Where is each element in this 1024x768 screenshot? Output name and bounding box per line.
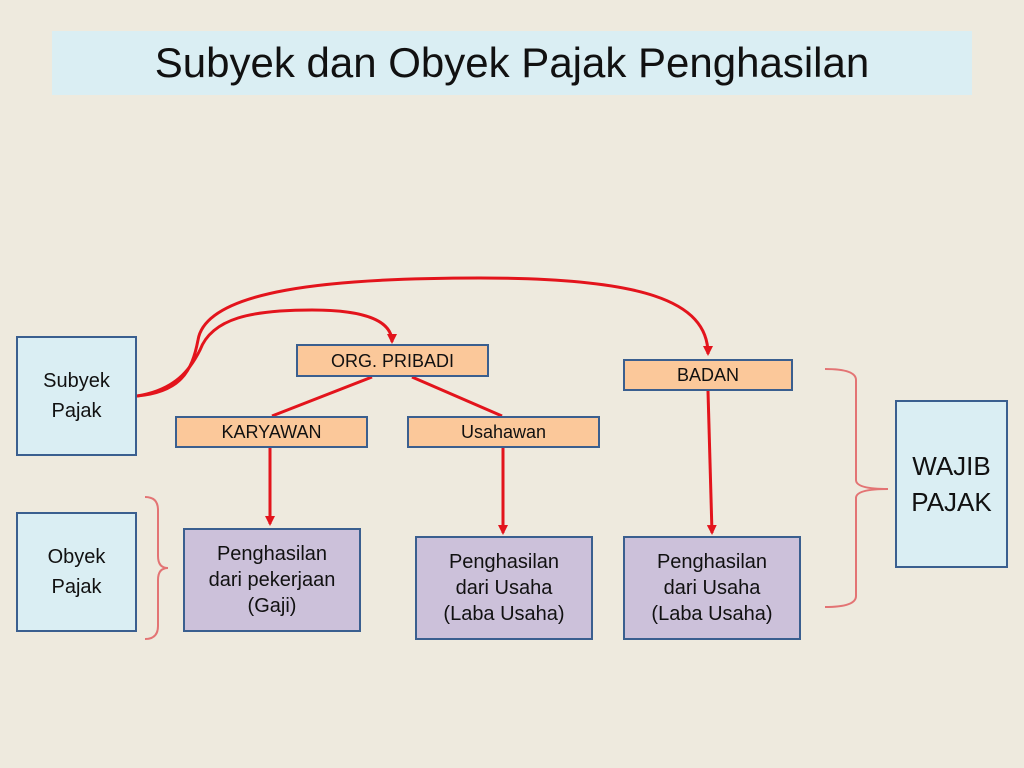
bracket-obyek xyxy=(144,496,169,640)
arrow-subyek-to-org-pribadi xyxy=(136,308,397,398)
obyek-pajak-label: Obyek Pajak xyxy=(47,546,106,598)
arrow-subyek-to-badan xyxy=(136,276,713,398)
penghasilan-usaha-label-1: Penghasilan dari Usaha (Laba Usaha) xyxy=(443,551,565,625)
usahawan-box: Usahawan xyxy=(407,416,600,448)
wajib-pajak-box: WAJIB PAJAK xyxy=(895,400,1008,568)
arrow-badan-to-penghasilan xyxy=(706,390,717,535)
badan-box: BADAN xyxy=(623,359,793,391)
wajib-pajak-label: WAJIB PAJAK xyxy=(911,451,992,517)
subyek-pajak-label: Subyek Pajak xyxy=(43,370,110,422)
penghasilan-usaha-box-2: Penghasilan dari Usaha (Laba Usaha) xyxy=(623,536,801,640)
penghasilan-usaha-box-1: Penghasilan dari Usaha (Laba Usaha) xyxy=(415,536,593,640)
org-pribadi-box: ORG. PRIBADI xyxy=(296,344,489,377)
penghasilan-pekerjaan-label: Penghasilan dari pekerjaan (Gaji) xyxy=(208,543,336,617)
line-org-to-karyawan xyxy=(271,375,373,418)
line-org-to-usahawan xyxy=(411,375,503,418)
org-pribadi-label: ORG. PRIBADI xyxy=(330,350,455,371)
badan-label: BADAN xyxy=(676,365,739,385)
bracket-wajib xyxy=(824,368,889,608)
karyawan-label: KARYAWAN xyxy=(221,422,322,442)
title-bar: Subyek dan Obyek Pajak Penghasilan xyxy=(52,31,972,95)
page-title: Subyek dan Obyek Pajak Penghasilan xyxy=(154,39,870,86)
karyawan-box: KARYAWAN xyxy=(175,416,368,448)
usahawan-label: Usahawan xyxy=(460,422,547,442)
penghasilan-usaha-label-2: Penghasilan dari Usaha (Laba Usaha) xyxy=(651,551,773,625)
penghasilan-pekerjaan-box: Penghasilan dari pekerjaan (Gaji) xyxy=(183,528,361,632)
subyek-pajak-box: Subyek Pajak xyxy=(16,336,137,456)
obyek-pajak-box: Obyek Pajak xyxy=(16,512,137,632)
